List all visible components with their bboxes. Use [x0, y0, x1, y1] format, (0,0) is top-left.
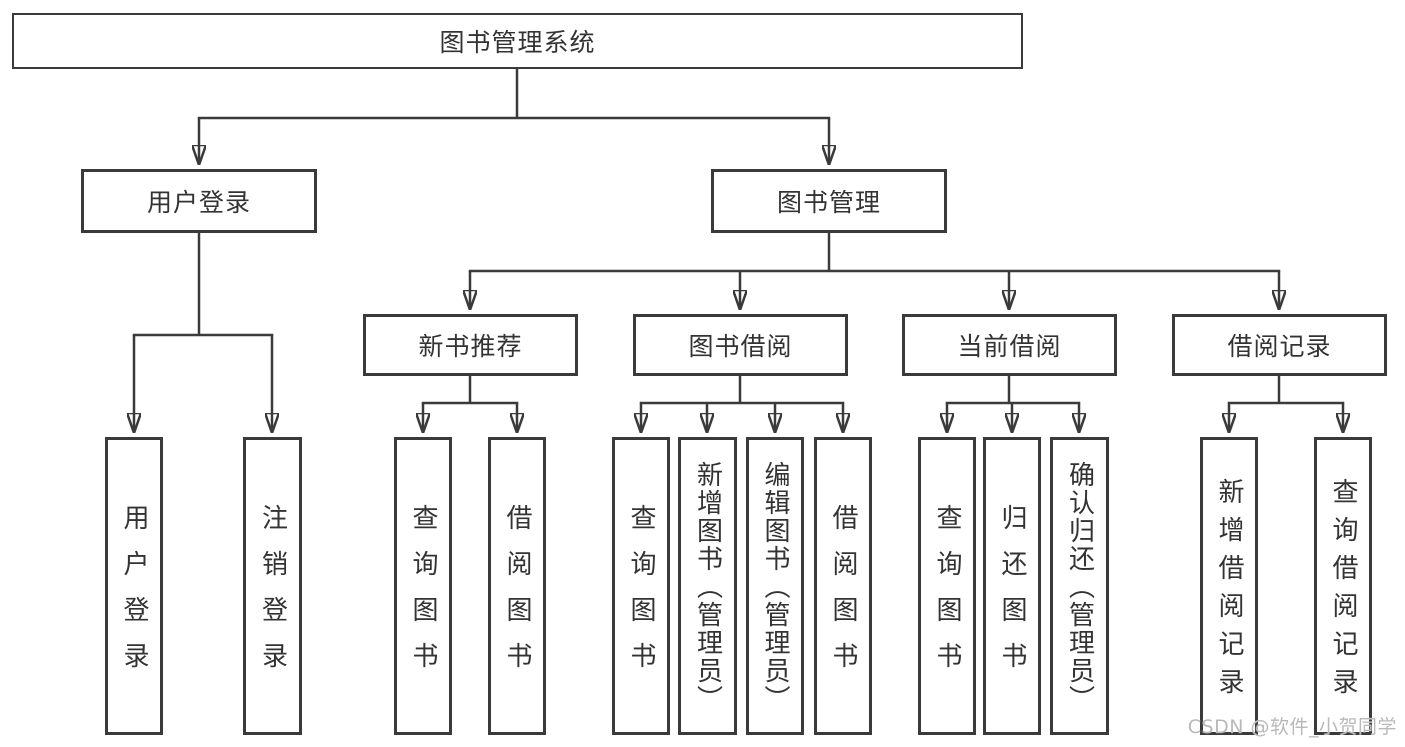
leaf-borrow-books-2-label: 借阅图书 [828, 504, 858, 688]
leaf-add-borrow-record: 新增借阅记录 [1200, 437, 1258, 735]
leaf-query-books-3-label: 查询图书 [932, 504, 962, 688]
node-user-login: 用户登录 [81, 169, 317, 233]
leaf-query-books-3: 查询图书 [918, 437, 976, 735]
node-root: 图书管理系统 [12, 13, 1023, 69]
node-new-book-recommend: 新书推荐 [363, 314, 578, 376]
leaf-add-borrow-record-label: 新增借阅记录 [1214, 478, 1244, 706]
leaf-borrow-books-1-label: 借阅图书 [502, 504, 532, 688]
node-book-borrow: 图书借阅 [633, 314, 848, 376]
leaf-query-borrow-record: 查询借阅记录 [1314, 437, 1372, 735]
leaf-query-books-1-label: 查询图书 [408, 504, 438, 688]
leaf-query-books-1: 查询图书 [394, 437, 452, 735]
leaf-borrow-books-1: 借阅图书 [488, 437, 546, 735]
leaf-query-borrow-record-label: 查询借阅记录 [1328, 478, 1358, 706]
node-book-management: 图书管理 [711, 169, 947, 233]
node-borrow-records: 借阅记录 [1172, 314, 1387, 376]
leaf-add-book-admin: 新增图书（管理员） [678, 437, 737, 735]
leaf-user-login: 用户登录 [105, 437, 163, 735]
leaf-return-book-label: 归还图书 [997, 504, 1027, 688]
leaf-logout-label: 注销登录 [257, 504, 288, 688]
leaf-add-book-admin-label: 新增图书（管理员） [692, 461, 723, 713]
node-current-borrow: 当前借阅 [902, 314, 1117, 376]
leaf-confirm-return-admin-label: 确认归还（管理员） [1064, 461, 1095, 713]
leaf-logout: 注销登录 [243, 437, 302, 735]
leaf-edit-book-admin-label: 编辑图书（管理员） [760, 461, 790, 713]
leaf-query-books-2-label: 查询图书 [626, 504, 656, 688]
leaf-edit-book-admin: 编辑图书（管理员） [746, 437, 804, 735]
leaf-return-book: 归还图书 [983, 437, 1041, 735]
leaf-borrow-books-2: 借阅图书 [814, 437, 872, 735]
leaf-query-books-2: 查询图书 [612, 437, 670, 735]
leaf-user-login-label: 用户登录 [119, 504, 149, 688]
leaf-confirm-return-admin: 确认归还（管理员） [1050, 437, 1109, 735]
connector-backbone [132, 67, 1345, 405]
